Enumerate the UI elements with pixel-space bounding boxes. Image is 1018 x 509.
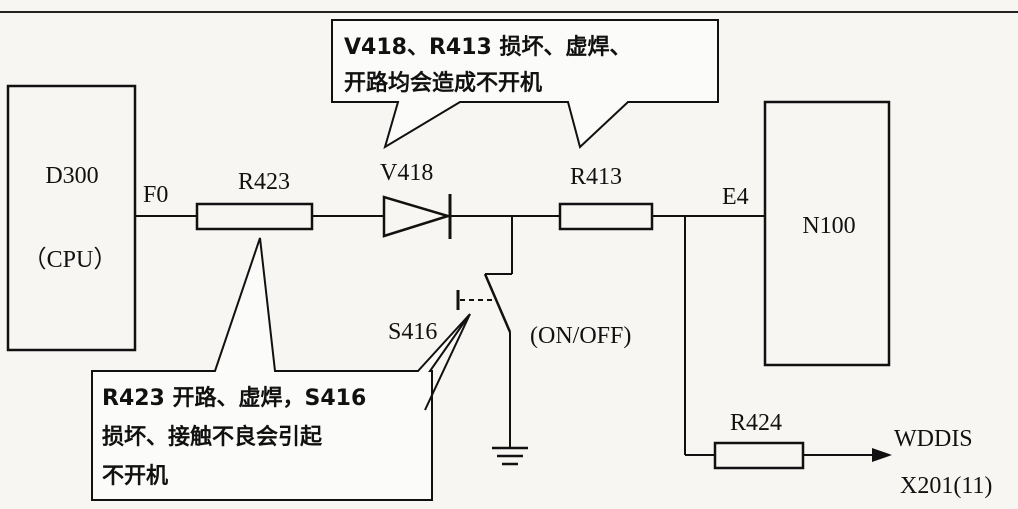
cpu-block bbox=[6, 84, 137, 352]
cpu-name: D300 bbox=[45, 163, 98, 189]
net-wddis: WDDIS bbox=[894, 426, 973, 452]
label-s416: S416 bbox=[388, 319, 437, 345]
callout-bottom bbox=[91, 237, 471, 501]
label-on-off: (ON/OFF) bbox=[530, 323, 631, 349]
callout-bottom-line2: 损坏、接触不良会引起 bbox=[102, 424, 323, 450]
resistor-r423 bbox=[195, 202, 314, 231]
n100-block bbox=[763, 100, 891, 367]
diode-v418 bbox=[382, 195, 453, 238]
net-x201: X201(11) bbox=[900, 473, 992, 499]
net-e4: E4 bbox=[722, 184, 749, 210]
label-r423: R423 bbox=[238, 169, 290, 195]
resistor-r413 bbox=[558, 202, 654, 231]
ground-icon bbox=[492, 446, 528, 466]
switch-s416-blade bbox=[483, 273, 512, 333]
label-r413: R413 bbox=[570, 164, 622, 190]
resistor-r424 bbox=[713, 441, 805, 470]
net-f0: F0 bbox=[143, 182, 168, 208]
label-r424: R424 bbox=[730, 410, 782, 436]
label-v418: V418 bbox=[380, 160, 433, 186]
callout-bottom-line1: R423 开路、虚焊，S416 bbox=[102, 385, 366, 411]
arrow-icon bbox=[872, 448, 892, 462]
callout-top-line1: V418、R413 损坏、虚焊、 bbox=[344, 34, 631, 60]
callout-bottom-pointer bbox=[424, 313, 471, 411]
cpu-subtitle: （CPU） bbox=[23, 247, 118, 273]
n100-name: N100 bbox=[802, 213, 855, 239]
callout-top-line2: 开路均会造成不开机 bbox=[344, 70, 542, 96]
callout-top bbox=[331, 19, 719, 150]
callout-bottom-line3: 不开机 bbox=[102, 464, 168, 489]
